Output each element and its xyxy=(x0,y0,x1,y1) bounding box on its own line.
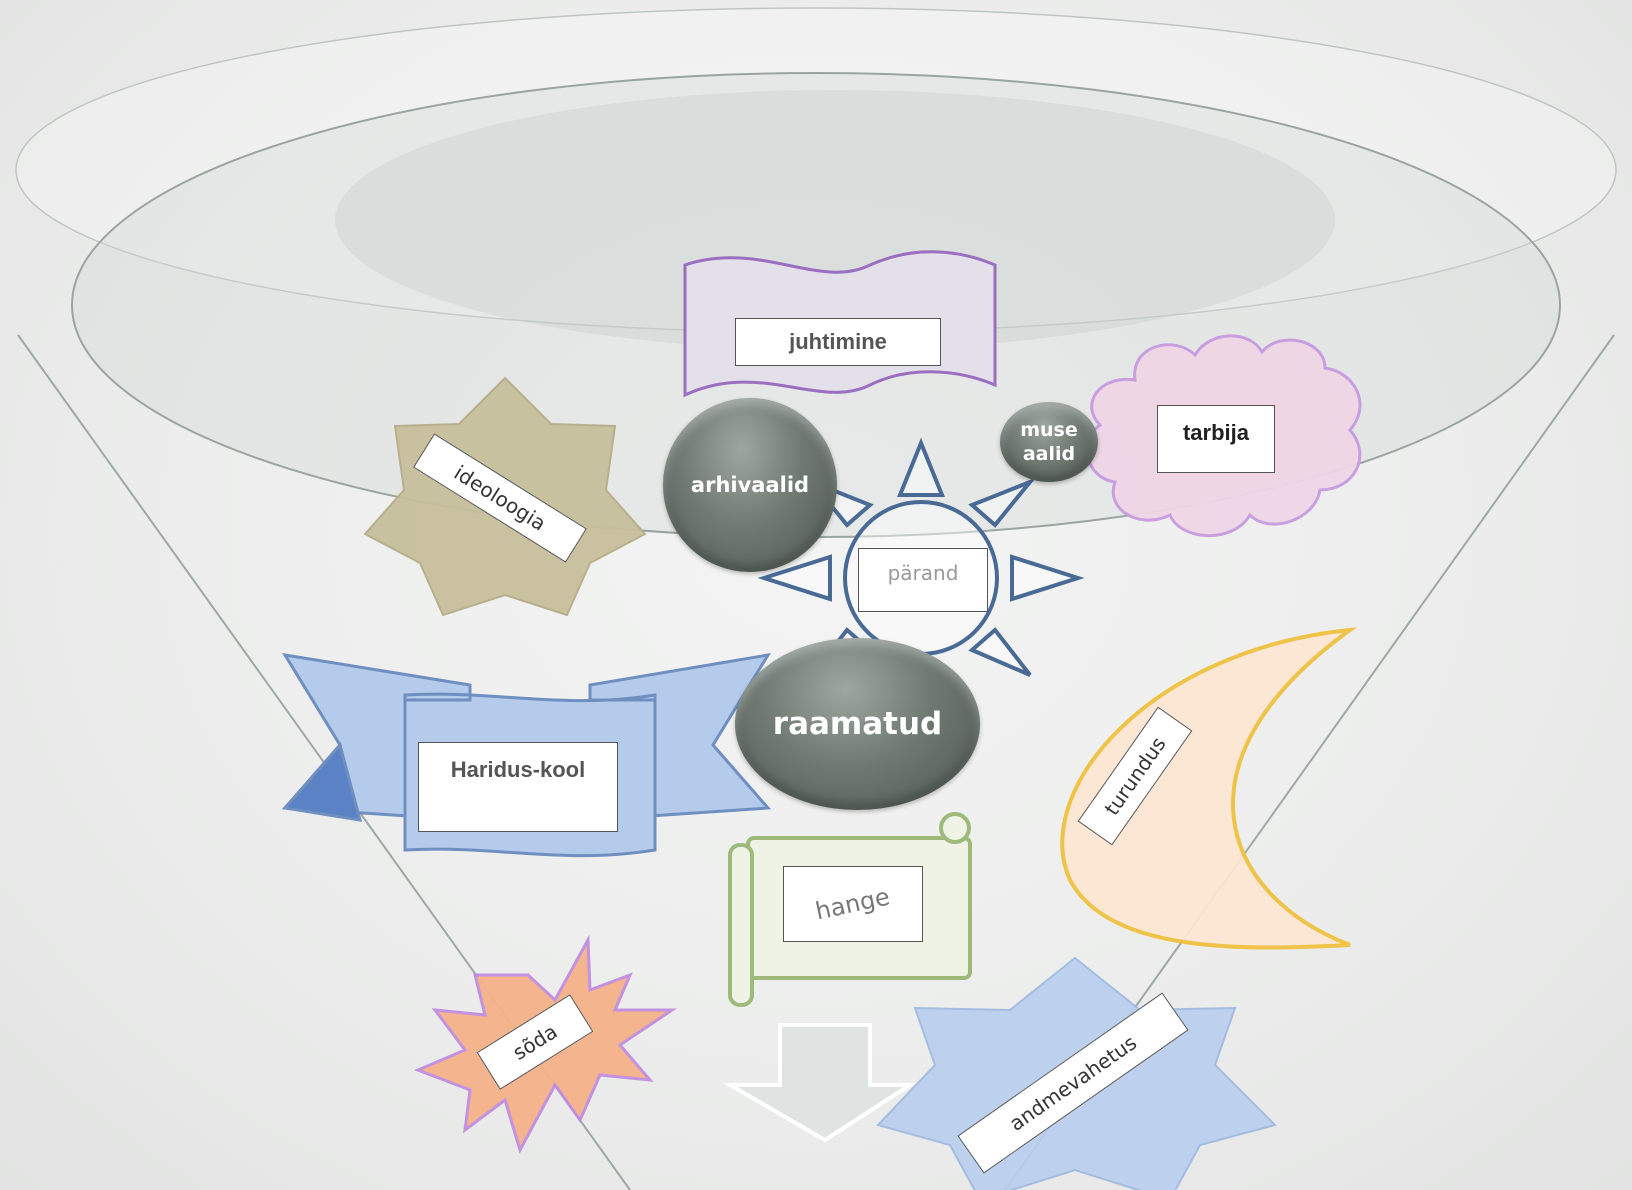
tarbija-label: tarbija xyxy=(1157,405,1275,473)
down-arrow-shape xyxy=(722,1023,917,1143)
hange-label: hange xyxy=(783,866,923,942)
parand-label: pärand xyxy=(858,548,988,612)
juhtimine-label: juhtimine xyxy=(735,318,941,366)
turundus-moon-shape xyxy=(1060,627,1358,950)
raamatud-text: raamatud xyxy=(772,706,943,742)
arhivaalid-orb: arhivaalid xyxy=(663,398,837,572)
funnel xyxy=(15,7,1617,1190)
hange-text: hange xyxy=(813,882,893,926)
arhivaalid-text: arhivaalid xyxy=(690,473,810,497)
haridus-kool-label: Haridus-kool xyxy=(418,742,618,832)
raamatud-orb: raamatud xyxy=(735,638,980,810)
museaalid-line1: muse xyxy=(1020,419,1078,441)
museaalid-orb: muse aalid xyxy=(1000,402,1098,482)
museaalid-line2: aalid xyxy=(1022,443,1076,465)
